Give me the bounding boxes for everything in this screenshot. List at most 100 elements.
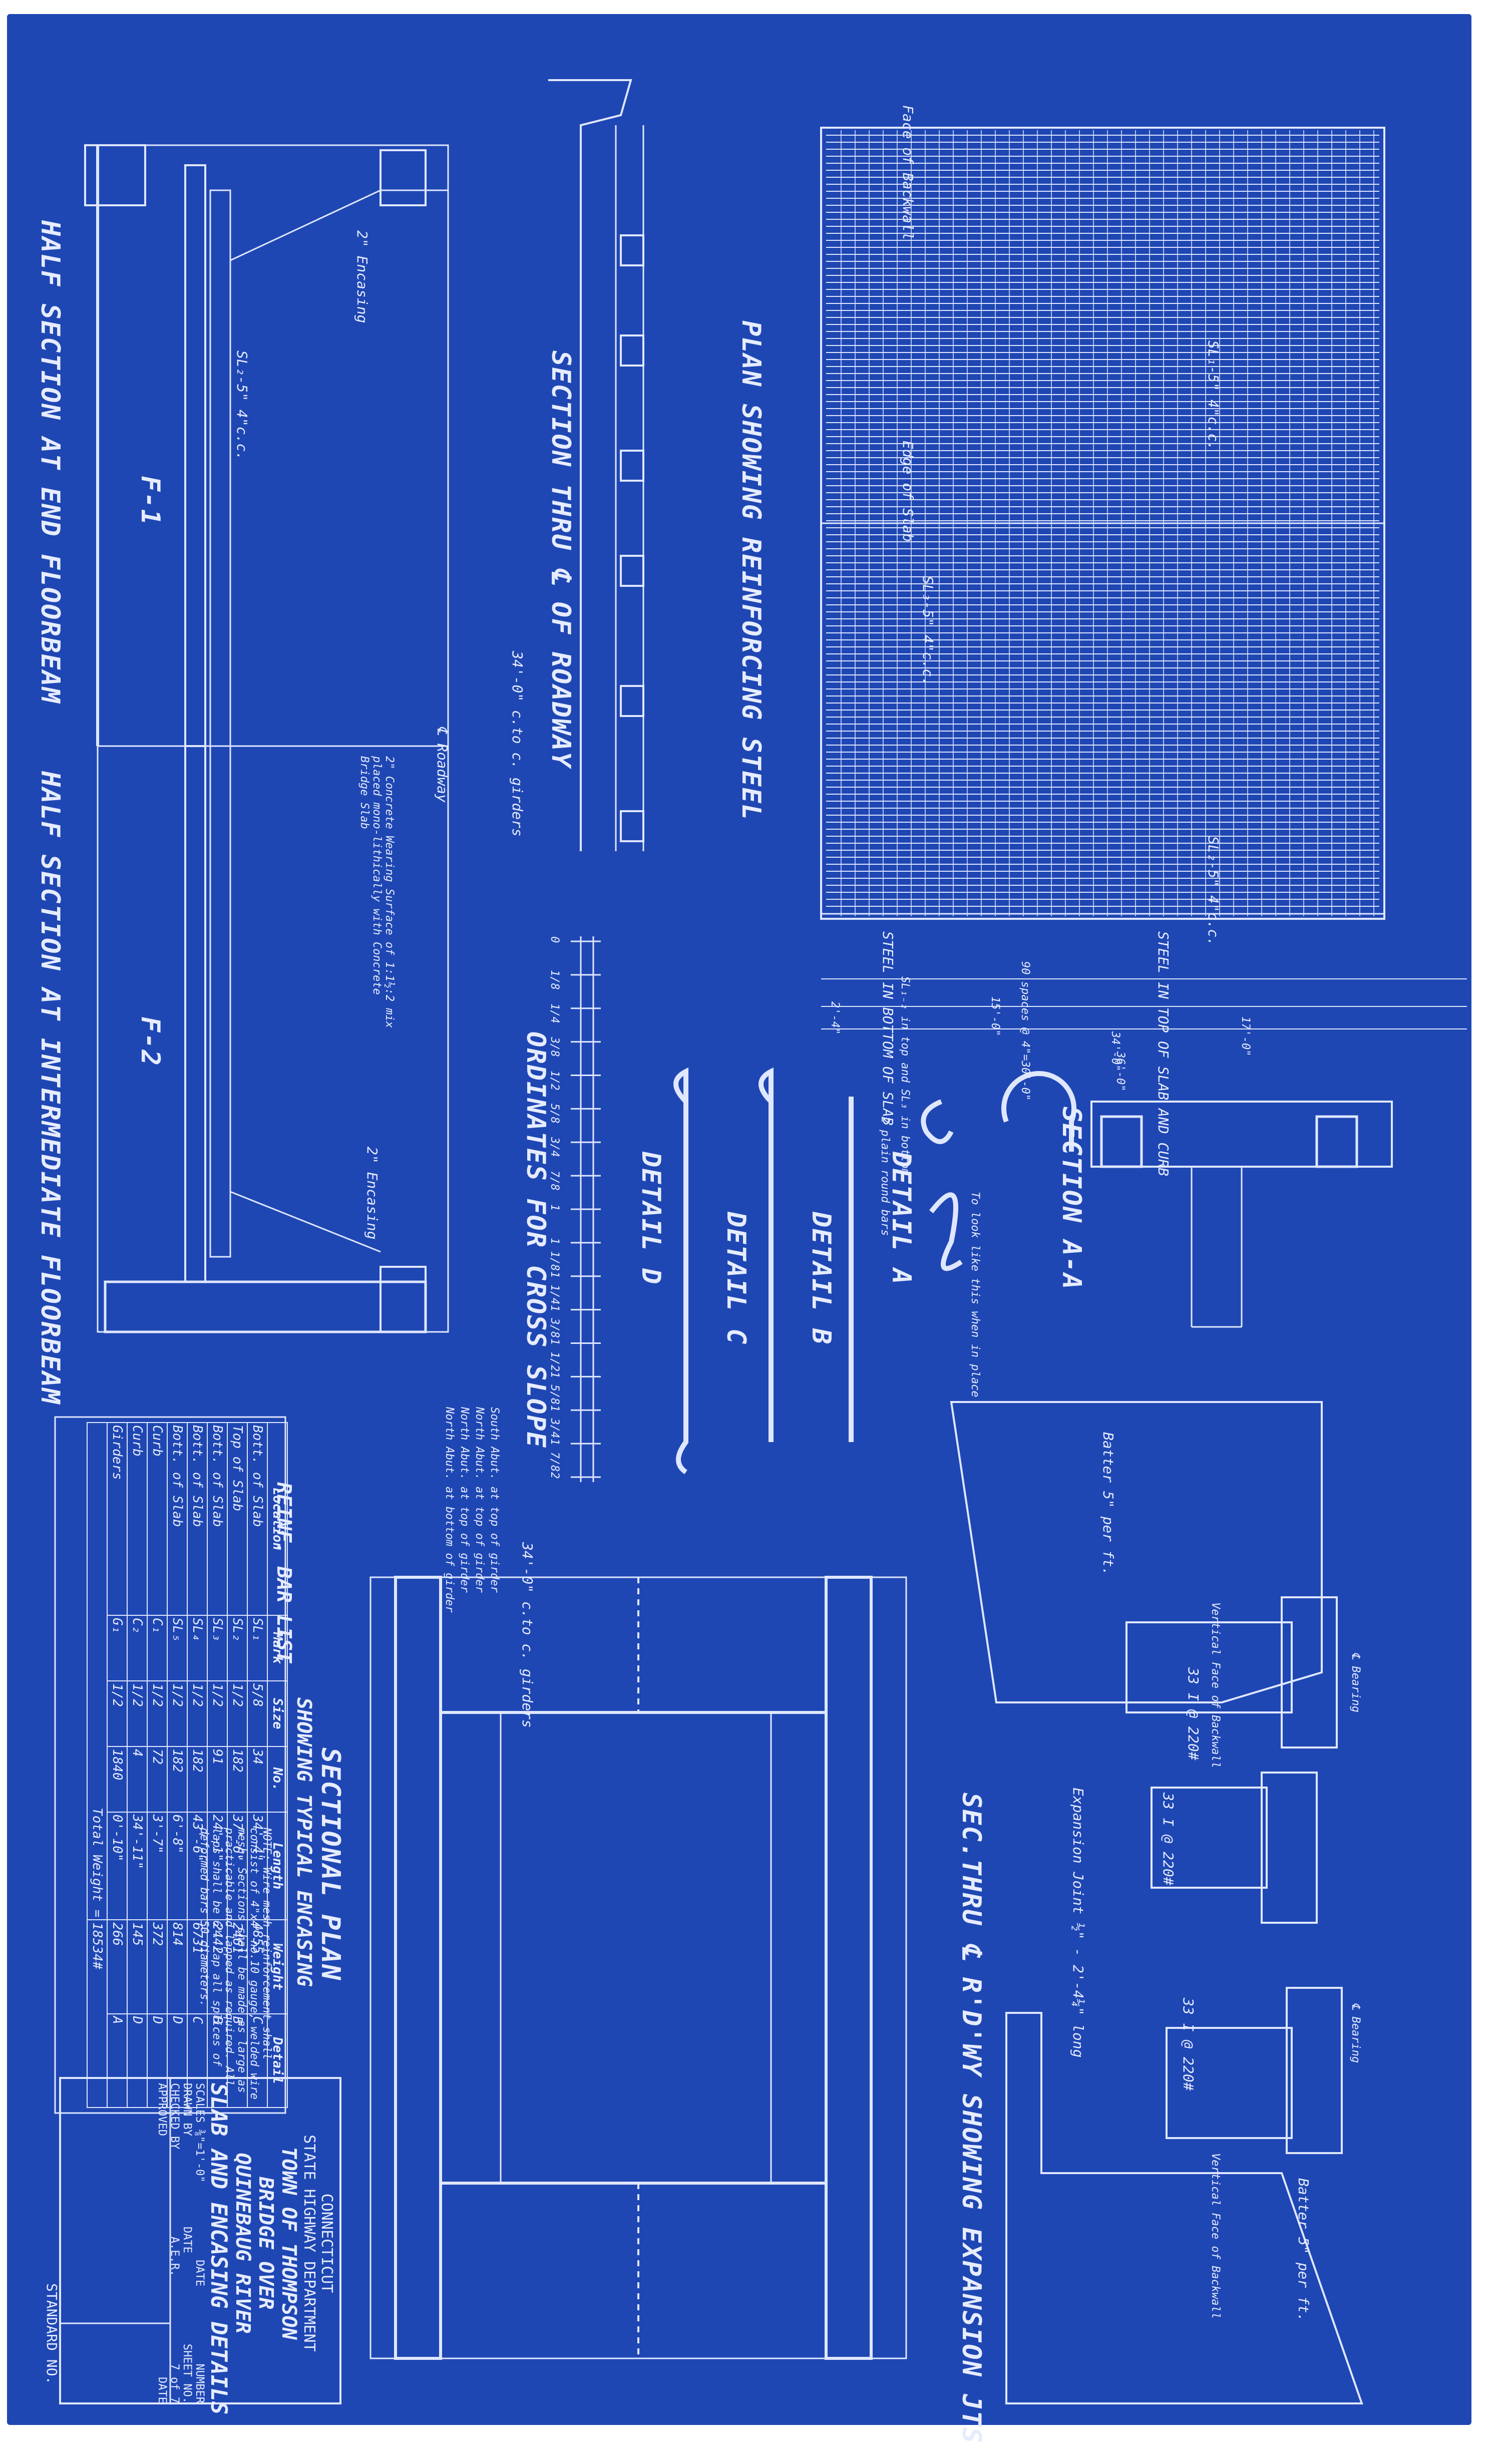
label-dim-17: 17'-0" <box>1239 1016 1252 1057</box>
ordinate-ticks <box>571 940 601 1478</box>
ordinate-value: 1 3/4 <box>548 1405 561 1439</box>
tb-checked: CHECKED BY <box>168 2083 181 2150</box>
label-dim-36: 36'-0" <box>1114 1052 1126 1092</box>
title-section-roadway: SECTION THRU ℄ OF ROADWAY <box>546 351 576 769</box>
label-encasing-top: 2" Encasing <box>354 230 370 323</box>
rebar-cell: 6'-8" <box>167 1812 187 1920</box>
rebar-cell: 1/2 <box>107 1680 127 1747</box>
label-steel-top: STEEL IN TOP OF SLAB AND CURB <box>1155 931 1172 1176</box>
rebar-cell: Bott. of Slab <box>247 1423 267 1615</box>
tb-scales: SCALES ⅜"=1'-0" <box>193 2083 206 2183</box>
label-vertical-face-bottom: Vertical Face of Backwall <box>1209 2153 1222 2319</box>
rebar-cell: 34 <box>247 1746 267 1812</box>
tb-date-3: DATE <box>156 2377 168 2403</box>
rebar-cell: Girders <box>107 1423 127 1615</box>
label-s-abut: South Abut. at top of girder <box>488 1407 501 1593</box>
rebar-cell: 182 <box>167 1746 187 1812</box>
tb-bridge: BRIDGE OVER <box>254 2177 277 2310</box>
label-encasing-bottom: 2" Encasing <box>364 1147 381 1240</box>
tb-row-scales: SCALES ⅜"=1'-0" DATE NUMBER <box>193 2083 206 2403</box>
title-detail-b: DETAIL B <box>806 1212 836 1345</box>
sectional-plan <box>369 1576 907 2360</box>
ordinate-value: 7/8 <box>548 1171 561 1191</box>
tb-drawn: DRAWN BY <box>181 2083 193 2136</box>
title-section-expansion: SEC.THRU ℄ R'D'WY SHOWING EXPANSION JTS <box>956 1793 986 2444</box>
rebar-header-cell: No. <box>267 1746 287 1812</box>
ordinate-value: 1/4 <box>548 1003 561 1023</box>
title-detail-d: DETAIL D <box>636 1152 666 1285</box>
rebar-total-value: 18534# <box>87 1920 107 2108</box>
rebar-cell: Bott. of Slab <box>207 1423 227 1615</box>
rebar-cell: 72 <box>147 1746 167 1812</box>
rebar-cell: Bott. of Slab <box>167 1423 187 1615</box>
ordinate-value: 1 1/2 <box>548 1338 561 1371</box>
rebar-cell: 0'-10" <box>107 1812 127 1920</box>
label-detail-hook: 2 plain round bars <box>879 1117 891 1236</box>
ordinate-value: 1 1/4 <box>548 1271 561 1304</box>
rebar-cell: SL₄ <box>187 1615 207 1681</box>
ordinate-value: 5/8 <box>548 1104 561 1124</box>
tb-dept: STATE HIGHWAY DEPARTMENT <box>300 2135 318 2352</box>
title-detail-c: DETAIL C <box>721 1212 751 1345</box>
label-girders-plan: 34'-0" c.to c. girders <box>519 1542 536 1728</box>
tb-sheet-no: SHEET NO. <box>181 2343 193 2403</box>
tb-row-approved: APPROVED DATE <box>156 2083 168 2403</box>
label-sl2-half: SL₂-5" 4"c.c. <box>234 351 250 461</box>
title-sectional-plan: SECTIONAL PLAN <box>315 1748 345 1981</box>
label-wearing-surface: 2" Concrete Wearing Surface of 1:1½:2 mi… <box>358 756 396 1028</box>
section-expansion-joints <box>950 1401 1363 2404</box>
rebar-cell: 34'-11" <box>127 1812 147 1920</box>
label-n-abut-b: North Abut. at top of girder <box>458 1407 471 1593</box>
ordinate-value: 1 7/8 <box>548 1439 561 1472</box>
label-edge-slab: Edge of Slab <box>900 441 916 542</box>
note-block: NOTE: Wire mesh reinforcement shall cons… <box>198 1828 273 2108</box>
label-sl3-plan: SL₃-5" 4"c.c. <box>920 576 936 686</box>
rebar-total-label: Total Weight = <box>87 1423 107 1920</box>
rebar-cell: 182 <box>227 1746 247 1812</box>
tb-town: TOWN OF THOMPSON <box>277 2147 300 2340</box>
label-sl1-plan: SL₁-5" 4"c.c. <box>1205 340 1222 451</box>
rebar-hatch <box>826 130 1379 916</box>
ordinate-value: 1/8 <box>548 969 561 990</box>
rebar-cell: Top of Slab <box>227 1423 247 1615</box>
rebar-header-cell: Location <box>267 1423 287 1615</box>
label-detail-shape: To look like this when in place <box>969 1192 981 1398</box>
label-steel-bottom: STEEL IN BOTTOM OF SLAB <box>880 931 896 1126</box>
rebar-cell: 4 <box>127 1746 147 1812</box>
rebar-cell: 3'-7" <box>147 1812 167 1920</box>
tb-sheet-title: SLAB AND ENCASING DETAILS <box>206 2083 231 2415</box>
plan-reinforcing-steel <box>820 127 1467 1029</box>
rebar-cell: 266 <box>107 1920 127 2014</box>
section-thru-roadway <box>548 79 644 851</box>
rebar-cell: SL₂ <box>227 1615 247 1681</box>
note-title: NOTE: <box>260 1828 273 1861</box>
label-sl2-plan: SL₂-5" 4"c.c. <box>1205 836 1222 946</box>
label-n-abut-c: North Abut. at bottom of girder <box>443 1407 456 1613</box>
label-roadway: ℄ Roadway <box>434 726 451 803</box>
tb-number: NUMBER <box>193 2363 206 2403</box>
standard-no: STANDARD NO. <box>44 2283 60 2385</box>
label-dim-24: 2'-4" <box>829 1001 841 1035</box>
label-f2: F-2 <box>135 1016 165 1067</box>
label-sl-note: SL₁₋₂ in top and SL₃ in bottom <box>899 976 911 1176</box>
label-expansion-joint: Expansion Joint ½" - 2'-4¼" long <box>1070 1788 1086 2058</box>
label-girders-roadway: 34'-0" c.to c. girders <box>509 651 526 837</box>
label-f1: F-1 <box>135 476 165 526</box>
rebar-cell: Curb <box>127 1423 147 1615</box>
rebar-cell: 372 <box>147 1920 167 2014</box>
rebar-cell: 1/2 <box>187 1680 207 1747</box>
rebar-cell: SL₅ <box>167 1615 187 1681</box>
ordinate-value: 1 3/8 <box>548 1304 561 1338</box>
tb-date-1: DATE <box>193 2260 206 2287</box>
label-girder-2: 33 I @ 220# <box>1160 1793 1177 1886</box>
tb-approved: APPROVED <box>156 2083 168 2136</box>
label-vertical-face-top: Vertical Face of Backwall <box>1209 1602 1222 1769</box>
label-girder-3: 33 I @ 220# <box>1180 1998 1197 2091</box>
ordinate-value: 0 <box>548 936 561 943</box>
tb-river: QUINEBAUG RIVER <box>231 2153 254 2334</box>
label-n-abut: North Abut. at top of girder <box>473 1407 486 1593</box>
